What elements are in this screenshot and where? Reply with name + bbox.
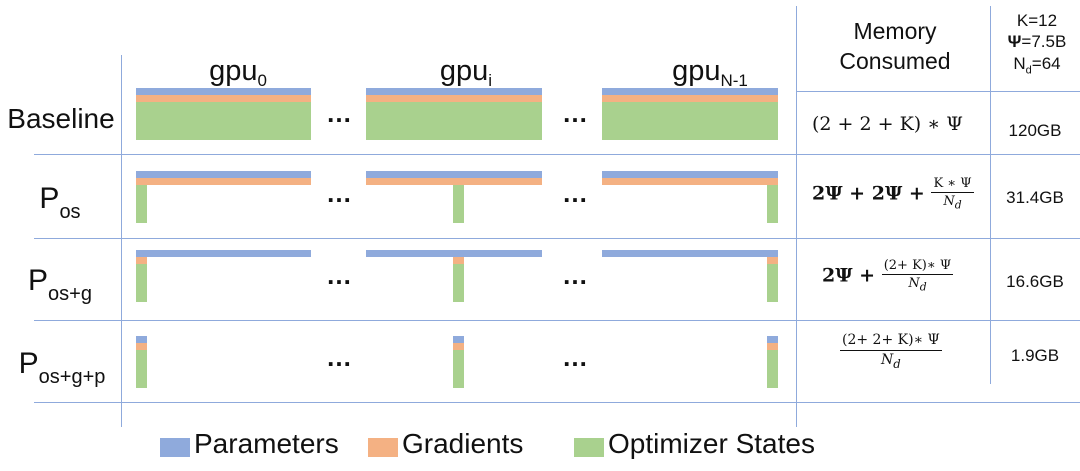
baseline-gpui-gradients xyxy=(366,95,542,102)
row-label-baseline: Baseline xyxy=(7,103,115,134)
baseline-gpui-parameters xyxy=(366,88,542,95)
pos-gpun-gradients xyxy=(602,178,778,185)
param-k: K=12 xyxy=(1016,11,1058,30)
parameters-header: K=12 Ψ=7.5B Nd=64 xyxy=(994,10,1080,78)
legend-swatch-optimizer-states xyxy=(574,438,604,457)
grid-line-vertical-left xyxy=(121,55,122,427)
pos-gpui-gradients xyxy=(366,178,542,185)
grid-line-row-3 xyxy=(34,320,1080,321)
gpu-header-middle: gpui xyxy=(439,55,493,90)
formula-pos-g: 2Ψ + (2+ K)∗ Ψ Nd xyxy=(822,258,954,294)
posg-gpun-parameters xyxy=(602,250,778,257)
baseline-gpun-optimizer-states xyxy=(602,102,778,140)
ellipsis: … xyxy=(562,98,589,128)
pos-gpui-parameters xyxy=(366,171,542,178)
posg-gpu0-gradients xyxy=(136,257,147,264)
legend: Parameters Gradients Optimizer States xyxy=(0,428,1080,468)
legend-swatch-gradients xyxy=(368,438,398,457)
formula-pos: 2Ψ + 2Ψ + K ∗ Ψ Nd xyxy=(812,176,974,212)
ellipsis: … xyxy=(562,178,589,208)
grid-line-vertical-memory xyxy=(796,6,797,427)
legend-label-gradients: Gradients xyxy=(402,428,524,459)
baseline-gpun-parameters xyxy=(602,88,778,95)
memory-value-baseline: 120GB xyxy=(1008,121,1062,140)
baseline-gpui-optimizer-states xyxy=(366,102,542,140)
posg-gpun-optimizer-states xyxy=(767,264,778,302)
pos-gpu0-gradients xyxy=(136,178,311,185)
grid-line-bottom xyxy=(34,402,1080,403)
formula-baseline: (2 + 2 + K) ∗ Ψ xyxy=(812,113,963,135)
gpu-header-last: gpuN-1 xyxy=(672,55,748,90)
memory-value-pos-g-p: 1.9GB xyxy=(1010,346,1060,365)
posg-gpu0-optimizer-states xyxy=(136,264,147,302)
posg-gpu0-parameters xyxy=(136,250,311,257)
posgp-gpun-gradients xyxy=(767,343,778,350)
posg-gpui-optimizer-states xyxy=(453,264,464,302)
memory-value-pos-g: 16.6GB xyxy=(1006,272,1064,291)
baseline-gpu0-optimizer-states xyxy=(136,102,311,140)
gpu-header-first: gpu0 xyxy=(209,55,267,90)
posgp-gpui-gradients xyxy=(453,343,464,350)
row-label-pos-g-p: Pos+g+p xyxy=(18,347,106,388)
ellipsis: … xyxy=(326,342,353,372)
memory-consumed-header: Memory Consumed xyxy=(839,18,951,74)
posgp-gpun-parameters xyxy=(767,336,778,343)
grid-line-row-2 xyxy=(34,238,1080,239)
ellipsis: … xyxy=(326,98,353,128)
row-label-pos: Pos xyxy=(39,182,81,223)
formula-pos-g-p: (2+ 2+ K)∗ Ψ Nd xyxy=(840,332,942,371)
memory-value-pos: 31.4GB xyxy=(1006,188,1064,207)
legend-swatch-parameters xyxy=(160,438,190,457)
posgp-gpu0-optimizer-states xyxy=(136,350,147,388)
pos-gpui-optimizer-states xyxy=(453,185,464,223)
legend-label-parameters: Parameters xyxy=(194,428,339,459)
param-psi: Ψ=7.5B xyxy=(1007,32,1067,52)
ellipsis: … xyxy=(326,178,353,208)
grid-line-vertical-values xyxy=(990,6,991,384)
baseline-gpu0-parameters xyxy=(136,88,311,95)
grid-line-header xyxy=(796,91,1080,92)
posgp-gpun-optimizer-states xyxy=(767,350,778,388)
posgp-gpu0-gradients xyxy=(136,343,147,350)
ellipsis: … xyxy=(326,260,353,290)
pos-gpu0-parameters xyxy=(136,171,311,178)
posg-gpui-parameters xyxy=(366,250,542,257)
row-label-pos-g: Pos+g xyxy=(28,264,92,305)
pos-gpun-parameters xyxy=(602,171,778,178)
pos-gpun-optimizer-states xyxy=(767,185,778,223)
pos-gpu0-optimizer-states xyxy=(136,185,147,223)
posg-gpui-gradients xyxy=(453,257,464,264)
posgp-gpui-optimizer-states xyxy=(453,350,464,388)
param-nd: Nd=64 xyxy=(1013,53,1061,76)
baseline-gpun-gradients xyxy=(602,95,778,102)
ellipsis: … xyxy=(562,342,589,372)
baseline-gpu0-gradients xyxy=(136,95,311,102)
legend-label-optimizer-states: Optimizer States xyxy=(608,428,815,459)
grid-line-row-1 xyxy=(34,154,1080,155)
posgp-gpu0-parameters xyxy=(136,336,147,343)
ellipsis: … xyxy=(562,260,589,290)
posg-gpun-gradients xyxy=(767,257,778,264)
posgp-gpui-parameters xyxy=(453,336,464,343)
